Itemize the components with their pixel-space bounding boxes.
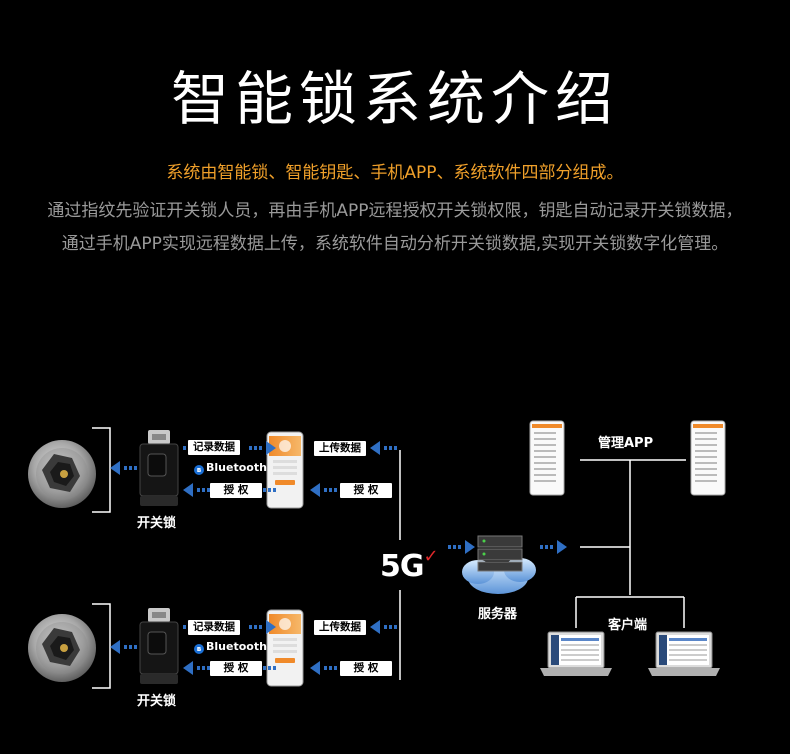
phone-app-icon-top — [266, 431, 304, 509]
smart-key-icon-top — [139, 429, 179, 507]
checkmark-icon: ✓ — [423, 546, 439, 567]
arrow-to-lock-bottom — [110, 640, 137, 654]
server-icon — [462, 535, 536, 594]
network-5g-label: 5G✓ — [380, 546, 439, 584]
tag-record-top: 记录数据 — [188, 440, 240, 455]
smart-lock-icon-top — [28, 440, 96, 508]
mgmt-phone-icon-right — [690, 420, 726, 496]
tag-authorize-left-bottom: 授 权 — [210, 661, 262, 676]
bottom-lock-group — [28, 603, 397, 689]
arrow-auth-left-bottom — [183, 661, 210, 675]
smart-key-icon-bottom — [139, 607, 179, 685]
page-title: 智能锁系统介绍 — [170, 65, 619, 133]
bluetooth-icon: ʙ — [194, 644, 204, 654]
tag-record-bottom: 记录数据 — [188, 620, 240, 635]
client-laptop-icon-left — [539, 631, 613, 677]
client-label: 客户端 — [608, 618, 648, 633]
tag-upload-bottom: 上传数据 — [314, 620, 366, 635]
tag-upload-top: 上传数据 — [314, 441, 366, 456]
lock-label-top: 开关锁 — [137, 516, 177, 531]
page-description: 通过指纹先验证开关锁人员，再由手机APP远程授权开关锁权限，钥匙自动记录开关锁数… — [47, 201, 743, 254]
arrow-server-out — [540, 540, 567, 554]
tag-authorize-right-top: 授 权 — [340, 483, 392, 498]
page-subtitle: 系统由智能锁、智能钥匙、手机APP、系统软件四部分组成。 — [166, 163, 624, 183]
bluetooth-icon: ʙ — [194, 465, 204, 475]
server-label: 服务器 — [478, 607, 518, 622]
mgmt-phone-icon-left — [529, 420, 565, 496]
tag-authorize-left-top: 授 权 — [210, 483, 262, 498]
arrow-upload-bottom — [370, 620, 397, 634]
phone-app-icon-bottom — [266, 609, 304, 687]
tag-authorize-right-bottom: 授 权 — [340, 661, 392, 676]
arrow-5g-to-server — [448, 540, 475, 554]
arrow-auth-right-bottom — [310, 661, 337, 675]
smart-lock-icon-bottom — [28, 614, 96, 682]
arrow-auth-left-top — [183, 483, 210, 497]
client-laptop-icon-right — [647, 631, 721, 677]
arrow-to-lock-top — [110, 461, 137, 475]
lock-label-bottom: 开关锁 — [137, 694, 177, 709]
top-lock-group — [28, 427, 397, 513]
mgmt-app-label: 管理APP — [598, 436, 654, 451]
arrow-upload-top — [370, 441, 397, 455]
arrow-auth-right-top — [310, 483, 337, 497]
